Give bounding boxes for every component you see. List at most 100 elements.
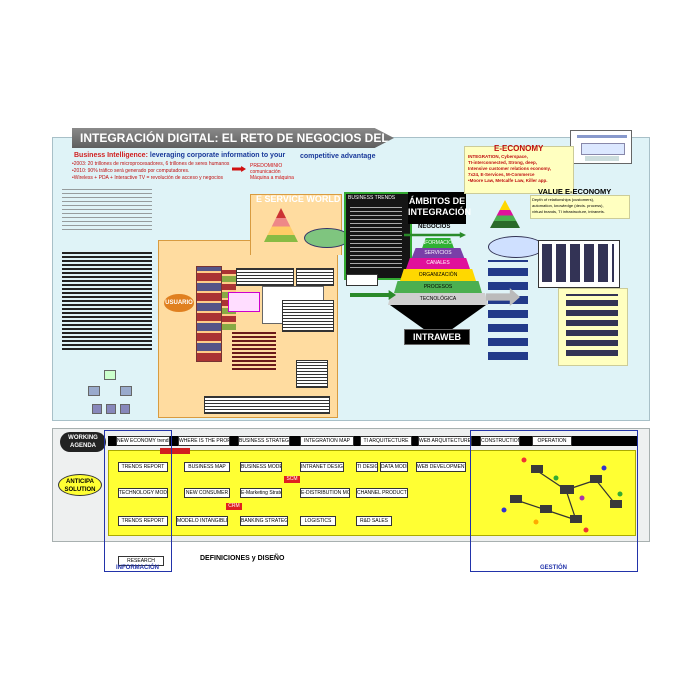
working-agenda-label: WORKING AGENDA xyxy=(60,432,106,452)
value-eeconomy-title: VALUE E-ECONOMY xyxy=(538,187,612,196)
grid-r1-c7[interactable]: WEB DEVELOPMENT xyxy=(416,462,466,472)
grid-r1-c4[interactable]: INTRANET DESIGN xyxy=(300,462,344,472)
text-block-left xyxy=(62,186,152,230)
grid-r2-c3[interactable]: E-Marketing Strategy xyxy=(240,488,282,498)
working-agenda-line2: AGENDA xyxy=(69,443,96,449)
informacion-label: INFORMACIÓN xyxy=(116,565,159,571)
ambitos-level-5: PROCESOS xyxy=(394,281,482,293)
right-blue-oval xyxy=(488,236,544,258)
value-eeconomy-box xyxy=(530,195,630,219)
value-line-2: automation, knowledge (decis. process), xyxy=(532,203,604,208)
callout-text: PREDOMINIO comunicación Máquina a máquin… xyxy=(250,163,294,181)
red-arrow-icon xyxy=(232,166,246,172)
right-diagram xyxy=(488,260,528,360)
eeconomy-line-2: TI-interconnected, Strong, deep, xyxy=(468,160,538,165)
green-arrow-left xyxy=(350,290,396,300)
grid-r2-c4[interactable]: E-DISTRIBUTION MODEL xyxy=(300,488,350,498)
anticipa-solution: ANTICIPA SOLUTION xyxy=(58,474,102,496)
eservice-title: E SERVICE WORLD xyxy=(256,194,341,204)
page-title: INTEGRACIÓN DIGITAL: EL RETO DE NEGOCIOS… xyxy=(72,128,394,148)
eeconomy-line-1: INTEGRATION, Cyberspace, xyxy=(468,154,528,159)
agenda-step-7[interactable]: CONSTRUCTION xyxy=(480,436,520,446)
ambitos-level-1: INFORMACIÓN xyxy=(420,238,456,248)
grid-r1-c1[interactable]: TRENDS REPORT xyxy=(118,462,168,472)
level-label-5: PROCESOS xyxy=(423,284,453,290)
grid-r2-c5[interactable]: CHANNEL PRODUCTS xyxy=(356,488,408,498)
anticipa-line1: ANTICIPA xyxy=(66,479,94,485)
ambitos-title-line2: INTEGRACIÓN xyxy=(408,207,471,217)
process-diagram xyxy=(228,292,260,312)
anticipa-line2: SOLUTION xyxy=(64,487,96,493)
grid-r3-c4[interactable]: LOGISTICS xyxy=(300,516,336,526)
right-yellow-content xyxy=(566,294,618,356)
level-label-3: CANALES xyxy=(426,260,450,266)
agenda-step-6[interactable]: WEB ARQUITECTURE xyxy=(418,436,472,446)
intraweb-banner: INTRAWEB xyxy=(404,329,470,345)
small-table-2 xyxy=(296,268,334,286)
ambitos-title-line1: ÁMBITOS DE xyxy=(408,196,466,206)
grid-r3-c2[interactable]: MODELO INTANGIBLES xyxy=(176,516,228,526)
agenda-step-8[interactable]: OPERATION xyxy=(532,436,572,446)
right-panel-content xyxy=(542,244,614,282)
grid-r3-c5[interactable]: R&D SALES xyxy=(356,516,392,526)
bi-bullet-1: •2003: 20 trillones de microprocesadores… xyxy=(72,161,230,167)
eservice-panel-2 xyxy=(282,300,334,332)
level-label-4: ORGANIZACIÓN xyxy=(418,272,458,278)
research-box[interactable]: RESEARCH xyxy=(118,556,164,566)
level-label-6: TECNOLÓGICA xyxy=(419,296,457,302)
network-image xyxy=(86,368,140,418)
informacion-frame xyxy=(104,430,172,572)
level-label-2: SERVICIOS xyxy=(424,250,452,256)
gestion-frame xyxy=(470,430,638,572)
grid-r2-c2[interactable]: NEW CONSUMER xyxy=(184,488,230,498)
negocios-label: NEGOCIOS xyxy=(418,224,451,230)
network-cluster xyxy=(501,457,623,533)
grid-r1-c6[interactable]: DATA MODEL xyxy=(380,462,408,472)
grid-r3-c1[interactable]: TRENDS REPORT xyxy=(118,516,168,526)
ambitos-title-box: ÁMBITOS DE INTEGRACIÓN xyxy=(408,192,471,224)
bi-heading: Business Intelligence: leveraging corpor… xyxy=(74,152,285,159)
eeconomy-title: E-ECONOMY xyxy=(494,144,544,153)
working-agenda-line1: WORKING xyxy=(68,435,98,441)
ambitos-level-6: TECNOLÓGICA xyxy=(388,293,488,305)
user-badge: USUARIO xyxy=(164,294,194,312)
level-label-1: INFORMACIÓN xyxy=(420,240,456,246)
value-line-1: Depth of relationships (customers), xyxy=(532,197,595,202)
bi-tagline: competitive advantage xyxy=(300,153,376,160)
eservice-table-bottom xyxy=(204,396,330,414)
agenda-step-3[interactable]: BUSINESS STRATEGY xyxy=(238,436,290,446)
business-trends-label xyxy=(346,274,378,286)
device-tiles xyxy=(196,266,222,362)
eeconomy-line-5: •Moore Law, Metcalfe Law, Killer app. xyxy=(468,178,548,183)
thumbnail-image xyxy=(570,130,632,164)
dark-text-block xyxy=(62,250,152,350)
grid-r1-c3[interactable]: BUSINESS MODEL xyxy=(240,462,282,472)
agenda-step-2[interactable]: WHERE IS THE PROFIT xyxy=(178,436,230,446)
agenda-step-5[interactable]: TI ARQUITECTURE xyxy=(360,436,412,446)
grid-r2-c1[interactable]: TECHNOLOGY MODELS xyxy=(118,488,168,498)
small-table-1 xyxy=(236,268,294,286)
grid-r1-c5[interactable]: TI DESIGN xyxy=(356,462,378,472)
grid-r1-c2[interactable]: BUSINESS MAP xyxy=(184,462,230,472)
user-label: USUARIO xyxy=(165,300,193,306)
scm-badge: SCM xyxy=(284,476,300,483)
crm-badge: CRM xyxy=(226,503,242,510)
agenda-step-1[interactable]: NEW ECONOMY trends xyxy=(116,436,170,446)
ambitos-level-4: ORGANIZACIÓN xyxy=(400,269,476,281)
ambitos-level-2: SERVICIOS xyxy=(411,248,465,258)
negocios-arrow xyxy=(404,232,466,238)
eeconomy-box xyxy=(464,146,574,194)
definiciones-label: DEFINICIONES y DISEÑO xyxy=(200,555,285,562)
value-line-3: virtual brands, TI infrastructure, intra… xyxy=(532,209,605,214)
text-block-eservice xyxy=(232,330,276,370)
bi-heading-rest: leveraging corporate information to your xyxy=(149,152,286,159)
bi-heading-label: Business Intelligence: xyxy=(74,152,148,159)
agenda-step-4[interactable]: INTEGRATION MAP xyxy=(300,436,354,446)
grid-r3-c3[interactable]: BANKING STRATEGY xyxy=(240,516,288,526)
eeconomy-line-3: Intensive customer relations economy, xyxy=(468,166,551,171)
intraweb-label: INTRAWEB xyxy=(413,332,461,342)
business-trends-title: BUSINESS TRENDS xyxy=(348,195,396,201)
ambitos-level-3: CANALES xyxy=(406,258,470,269)
bi-bullet-3: •Wireless + PDA + Interactive TV = revol… xyxy=(72,175,224,181)
red-connector xyxy=(160,448,190,454)
